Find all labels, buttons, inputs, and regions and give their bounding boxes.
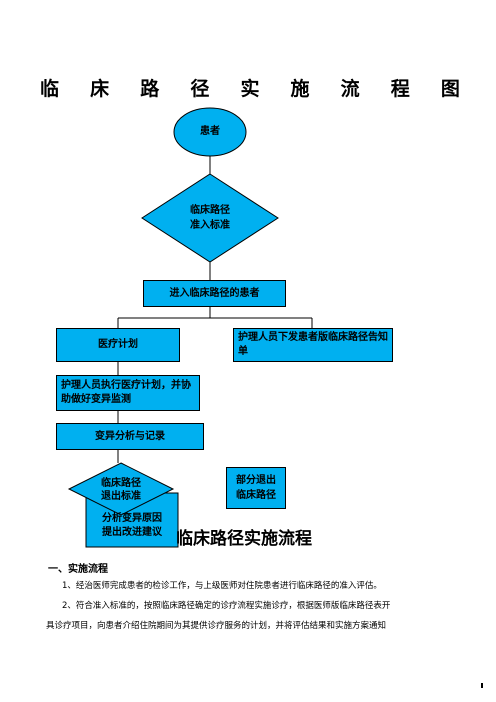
section-heading: 一、实施流程: [48, 564, 108, 575]
title-char: 实: [240, 77, 260, 100]
criteria-diamond: 临床路径 准入标准: [190, 205, 230, 231]
page-title: 临 床 路 径 实 施 流 程 图: [40, 72, 460, 102]
entered-patients-box: 进入临床路径的患者: [143, 280, 286, 307]
analyze-cause-text: 分析变异原因 提出改进建议: [102, 513, 162, 538]
title-char: 路: [140, 77, 160, 100]
medical-plan-box: 医疗计划: [56, 328, 180, 362]
title-char: 施: [290, 77, 310, 100]
title-char: 图: [440, 77, 460, 100]
patient-node-shape: [173, 107, 247, 157]
paragraph-line: 具诊疗项目，向患者介绍住院期间为其提供诊疗服务的计划，并将评估结果和实施方案通知: [46, 621, 387, 631]
connectors: [117, 156, 313, 463]
section-subtitle: 临床路径实施流程: [176, 529, 312, 549]
criteria-diamond-shape: [141, 173, 279, 263]
patient-node: 患者: [200, 126, 220, 137]
title-char: 临: [40, 77, 60, 100]
nurse-execute-box: 护理人员执行医疗计划，并协助做好变异监测: [56, 375, 200, 411]
nurse-notice-box: 护理人员下发患者版临床路径告知单: [233, 328, 393, 362]
title-char: 程: [390, 77, 410, 100]
page-marker: [481, 683, 483, 688]
title-char: 床: [90, 77, 110, 100]
title-char: 径: [190, 77, 210, 100]
variance-analysis-box: 变异分析与记录: [56, 423, 204, 450]
exit-diamond-shape: [67, 462, 175, 516]
paragraph-line: 2、符合准入标准的，按照临床路径确定的诊疗流程实施诊疗，根据医师版临床路径表开: [62, 601, 391, 611]
paragraph-line: 1、经治医师完成患者的检诊工作，与上级医师对住院患者进行临床路径的准入评估。: [62, 581, 382, 591]
exit-diamond-text: 临床路径 退出标准: [101, 478, 141, 502]
title-char: 流: [340, 77, 360, 100]
partial-exit-box: 部分退出 临床路径: [226, 467, 286, 509]
